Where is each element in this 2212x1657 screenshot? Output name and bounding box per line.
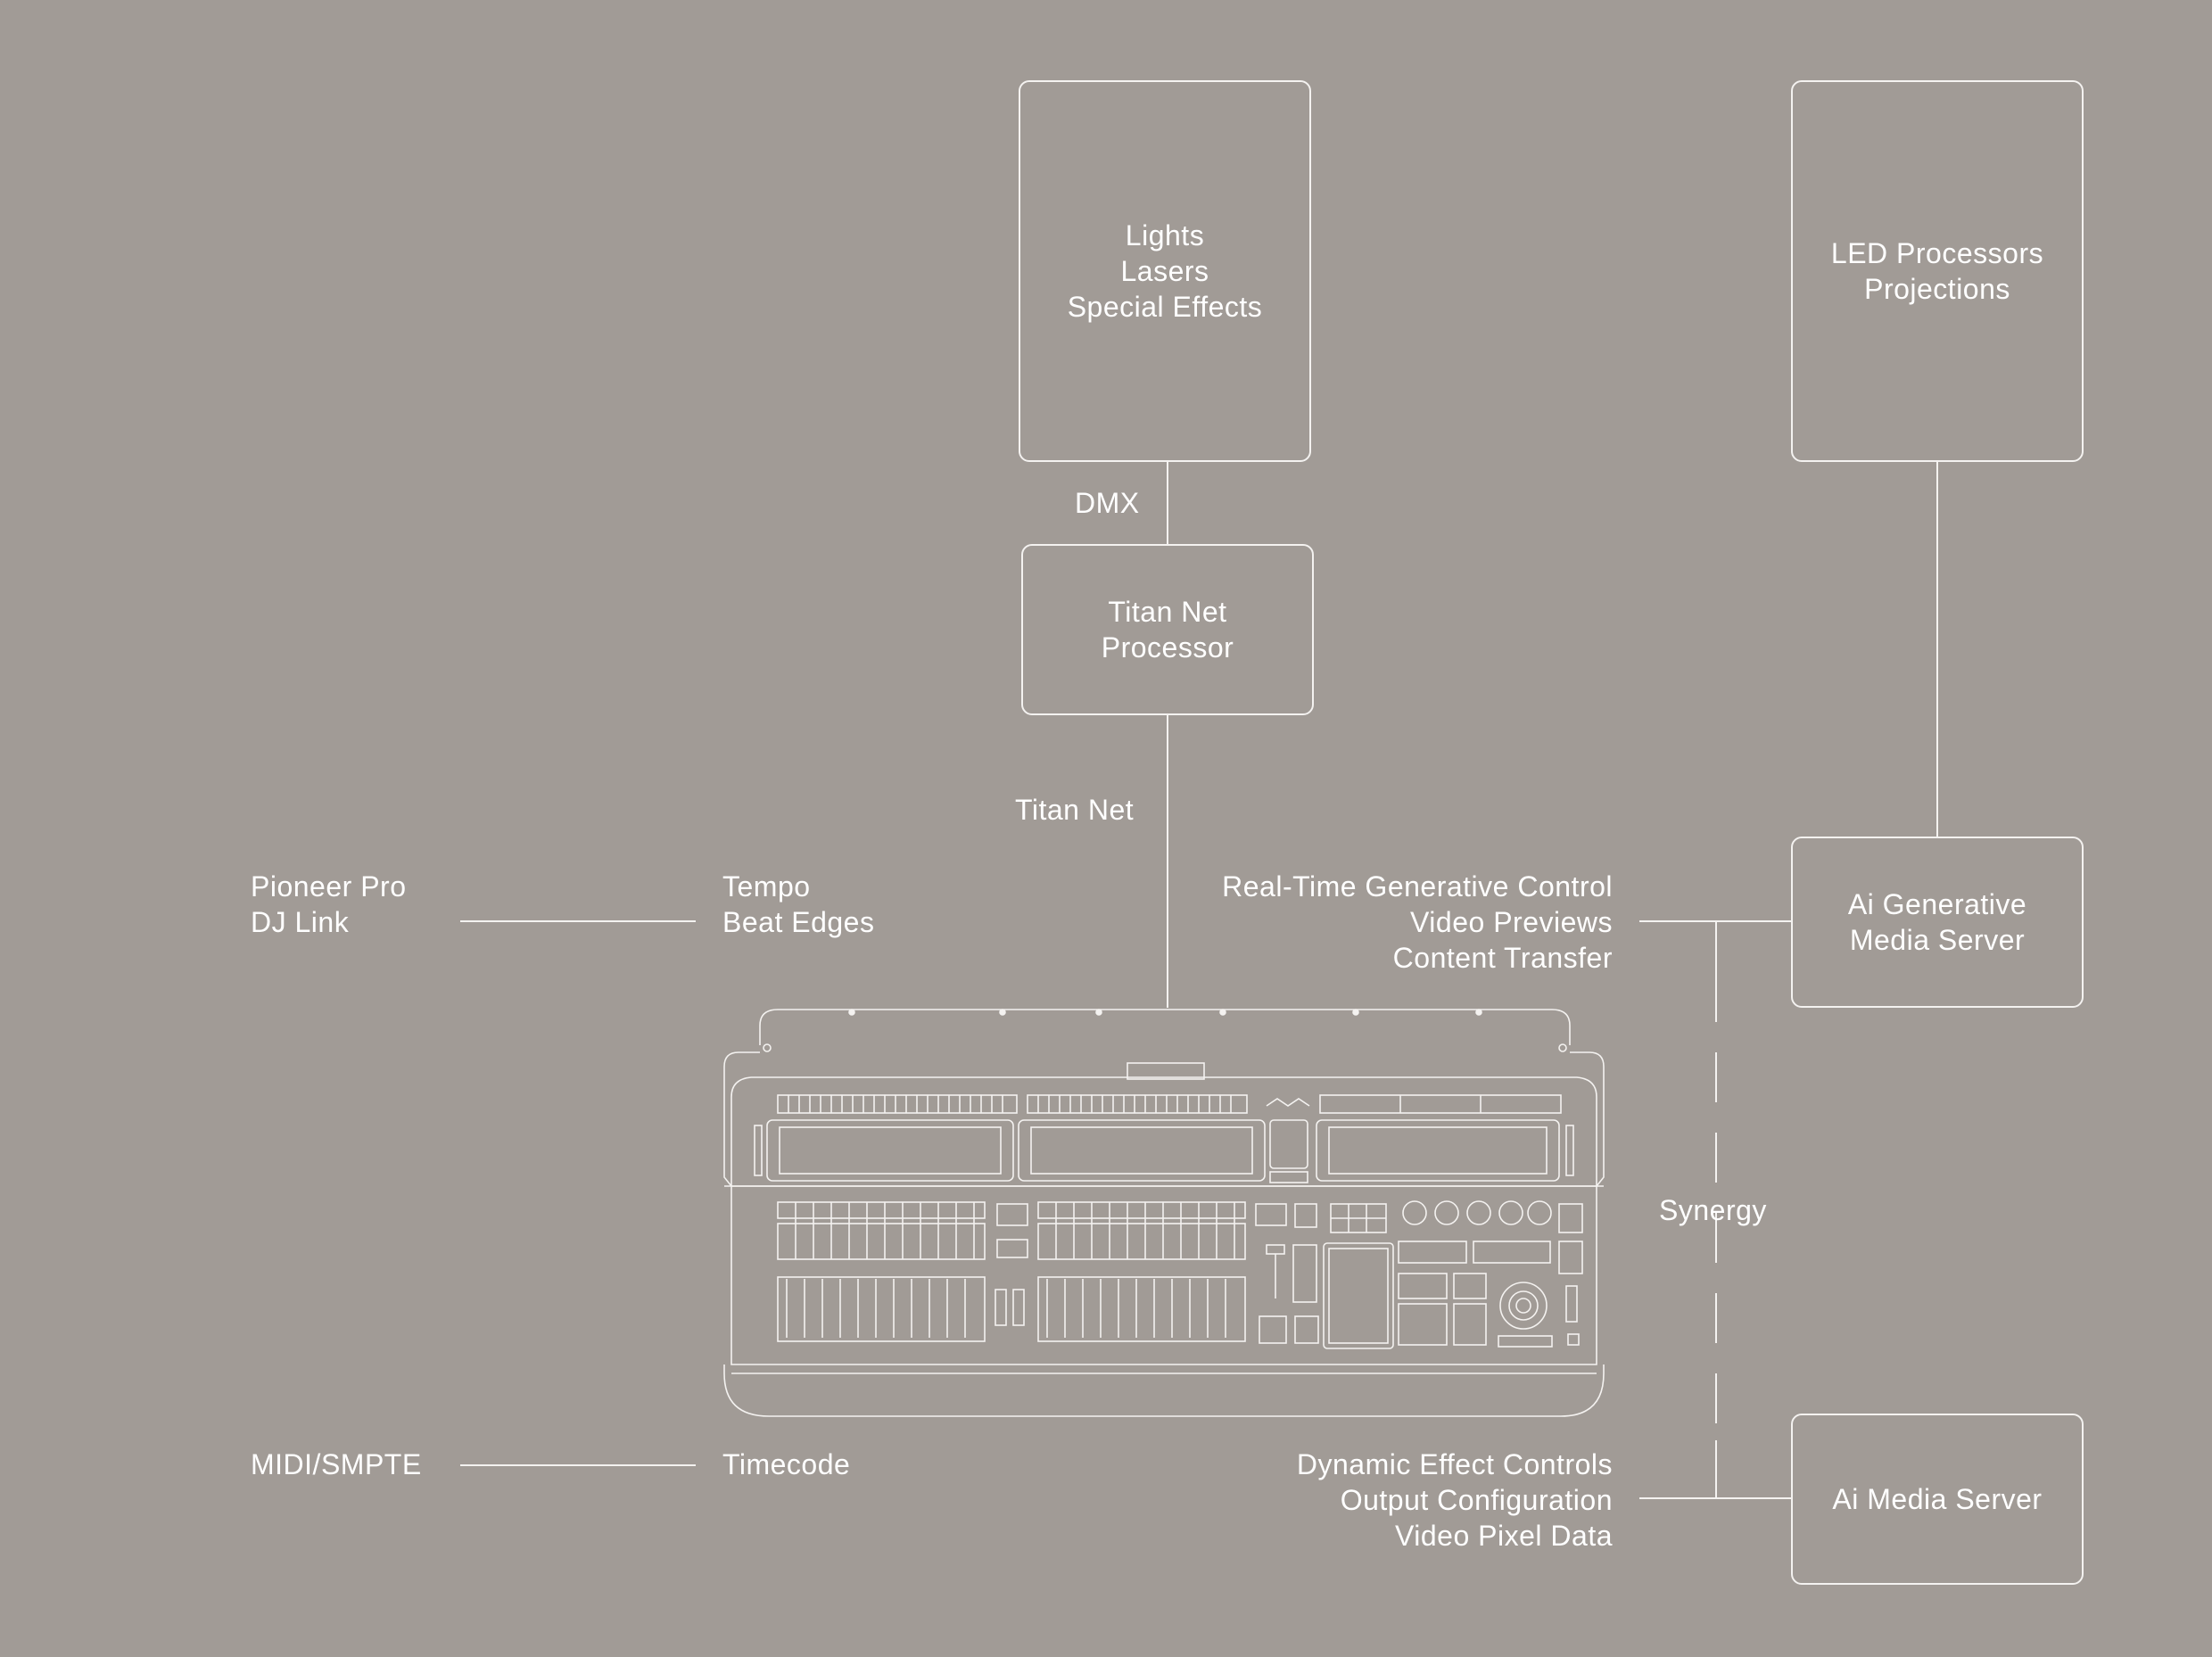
led-processors-label: LED Processors (1830, 237, 2044, 269)
titan-net-processor-box: Titan Net Processor (1021, 544, 1314, 715)
dmx-label-wrap: DMX (1075, 485, 1140, 521)
dj-link-label: DJ Link (251, 906, 350, 938)
synergy-label-wrap: Synergy (1659, 1192, 1767, 1228)
dmx-label: DMX (1075, 487, 1140, 519)
media-data-label: Dynamic Effect Controls Output Configura… (1297, 1447, 1613, 1554)
realtime-generative-control-label: Real-Time Generative Control (1222, 870, 1613, 903)
synergy-label: Synergy (1659, 1194, 1767, 1226)
midi-source-label-wrap: MIDI/SMPTE (251, 1447, 422, 1482)
ai-media-server-label: Ai Media Server (1832, 1483, 2043, 1515)
titan-processor-line1: Titan Net (1108, 596, 1227, 628)
titan-net-label: Titan Net (1015, 794, 1135, 826)
timecode-label: Timecode (722, 1448, 851, 1480)
titan-net-label-wrap: Titan Net (1015, 792, 1134, 828)
pioneer-data-label: Tempo Beat Edges (722, 869, 874, 940)
led-processors-box: LED Processors Projections (1791, 80, 2084, 462)
ai-media-server-box: Ai Media Server (1791, 1414, 2084, 1585)
dynamic-effect-controls-label: Dynamic Effect Controls (1296, 1448, 1613, 1480)
titan-processor-line2: Processor (1101, 631, 1234, 664)
fixtures-box: Lights Lasers Special Effects (1019, 80, 1311, 462)
midi-smpte-label: MIDI/SMPTE (251, 1448, 422, 1480)
ai-generative-line1: Ai Generative (1847, 888, 2027, 920)
ai-generative-line2: Media Server (1849, 924, 2026, 956)
fixtures-effects-label: Special Effects (1067, 291, 1263, 323)
fixtures-lasers-label: Lasers (1120, 255, 1209, 287)
fixtures-lights-label: Lights (1125, 219, 1205, 251)
midi-data-label-wrap: Timecode (722, 1447, 850, 1482)
projections-label: Projections (1864, 273, 2010, 305)
pioneer-source-label: Pioneer Pro DJ Link (251, 869, 406, 940)
video-pixel-data-label: Video Pixel Data (1395, 1520, 1613, 1552)
content-transfer-label: Content Transfer (1392, 942, 1613, 974)
video-previews-label: Video Previews (1410, 906, 1613, 938)
beat-edges-label: Beat Edges (722, 906, 875, 938)
tempo-label: Tempo (722, 870, 811, 903)
ai-generative-media-server-box: Ai Generative Media Server (1791, 837, 2084, 1008)
generative-data-label: Real-Time Generative Control Video Previ… (1222, 869, 1613, 976)
output-configuration-label: Output Configuration (1340, 1484, 1613, 1516)
pioneer-pro-label: Pioneer Pro (251, 870, 407, 903)
lighting-console-icon (723, 1009, 1605, 1417)
